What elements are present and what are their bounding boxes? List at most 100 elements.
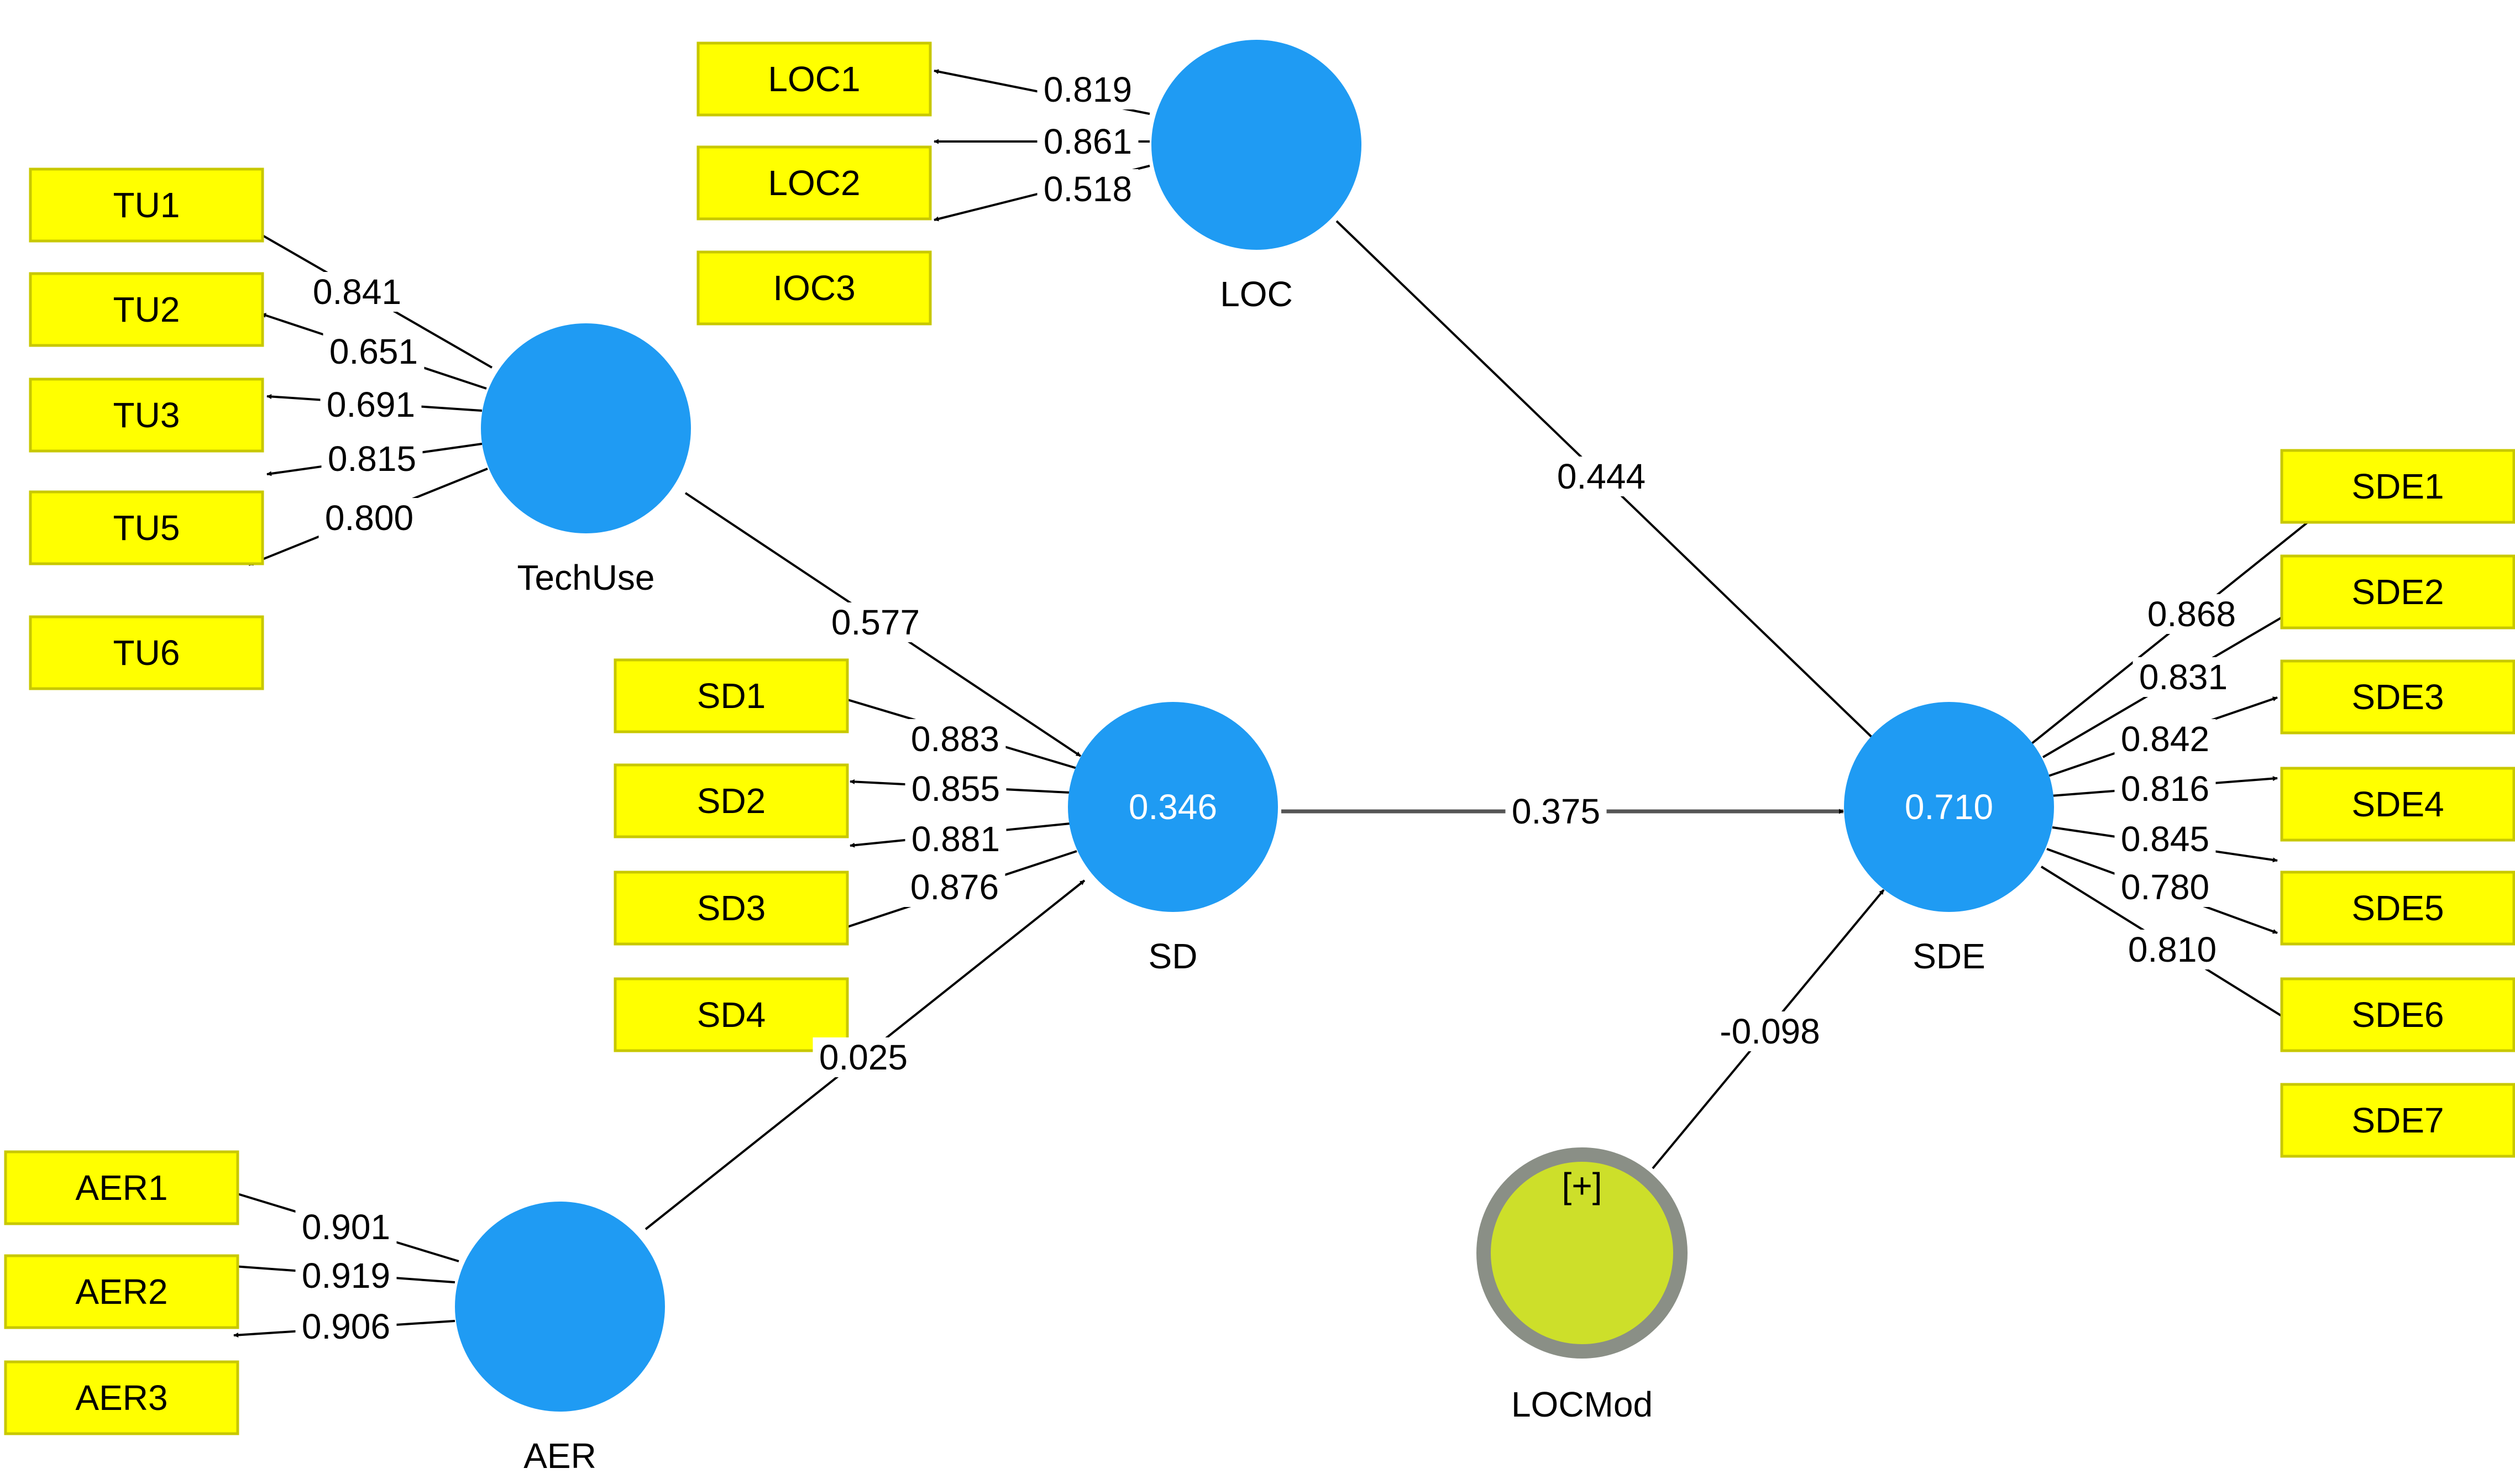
loading-label-sd4-bg [904, 867, 1005, 907]
indicator-box [29, 272, 264, 347]
latent-circle [1151, 40, 1361, 250]
indicator-box [696, 41, 932, 117]
loading-label-tu2-bg [323, 332, 425, 371]
indicator-sde6[interactable]: SDE6 [2280, 977, 2515, 1052]
indicator-box [2280, 871, 2515, 946]
indicator-label: TU2 [113, 290, 180, 329]
latent-circle [481, 323, 691, 533]
indicator-label: SD3 [697, 888, 766, 928]
indicator-box [696, 145, 932, 221]
indicator-tu6[interactable]: TU6 [29, 615, 264, 690]
path-coef-locmod-to-sde: -0.098 [1720, 1011, 1820, 1051]
indicator-label: TU1 [113, 185, 180, 225]
indicator-loc2[interactable]: LOC2 [696, 145, 932, 221]
indicator-sde4[interactable]: SDE4 [2280, 767, 2515, 842]
loading-label-sde4: 0.816 [2121, 769, 2209, 809]
indicator-sd4[interactable]: SD4 [614, 977, 849, 1052]
indicator-tu1[interactable]: TU1 [29, 167, 264, 243]
loading-label-ioc3: 0.518 [1044, 169, 1132, 209]
indicator-sde1[interactable]: SDE1 [2280, 449, 2515, 524]
latent-techuse[interactable]: TechUse [481, 323, 691, 597]
loading-label-sde6-bg [2114, 867, 2216, 907]
loading-label-ioc3-bg [1037, 169, 1139, 209]
latent-label: LOC [1220, 274, 1293, 314]
indicator-box [2280, 1083, 2515, 1158]
path-coef-sd-to-sde: 0.375 [1512, 791, 1600, 831]
indicator-label: SDE6 [2351, 995, 2444, 1035]
indicator-sde5[interactable]: SDE5 [2280, 871, 2515, 946]
loading-label-tu3: 0.691 [327, 385, 415, 424]
indicator-aer2[interactable]: AER2 [4, 1254, 239, 1329]
indicator-loc1[interactable]: LOC1 [696, 41, 932, 117]
latent-aer[interactable]: AER [455, 1202, 665, 1476]
loading-label-tu6: 0.800 [325, 498, 413, 538]
indicator-label: SD1 [697, 676, 766, 716]
indicator-aer3[interactable]: AER3 [4, 1360, 239, 1435]
r-squared-value: 0.710 [1905, 787, 1993, 827]
indicator-box [29, 615, 264, 690]
indicator-label: SDE4 [2351, 784, 2444, 824]
path-coef-aer-to-sd-bg [813, 1037, 914, 1077]
latent-circle [1844, 702, 2054, 912]
path-coef-techuse-to-sd-bg [825, 602, 926, 642]
latent-circle [455, 1202, 665, 1412]
loading-label-sd3: 0.881 [911, 819, 1000, 859]
latent-label: TechUse [517, 558, 655, 597]
loading-label-sd1: 0.883 [911, 719, 999, 759]
loading-label-aer2-bg [295, 1256, 397, 1296]
indicator-tu3[interactable]: TU3 [29, 377, 264, 453]
indicator-sde3[interactable]: SDE3 [2280, 659, 2515, 735]
indicator-sd2[interactable]: SD2 [614, 763, 849, 838]
indicator-label: IOC3 [773, 268, 855, 308]
path-coef-locmod-to-sde-bg [1710, 1011, 1830, 1051]
moderator-locmod[interactable]: [+] LOCMod [1476, 1147, 1688, 1424]
indicator-aer1[interactable]: AER1 [4, 1150, 239, 1225]
indicator-box [4, 1254, 239, 1329]
indicator-box [2280, 977, 2515, 1052]
indicator-label: SDE5 [2351, 888, 2444, 928]
loading-label-sde3: 0.842 [2121, 719, 2209, 759]
indicator-tu5[interactable]: TU5 [29, 490, 264, 565]
loading-label-sde7-bg [2121, 930, 2223, 969]
indicator-box [696, 250, 932, 326]
loading-label-aer1-bg [295, 1207, 397, 1247]
loading-label-tu2: 0.651 [329, 332, 418, 371]
indicator-box [614, 658, 849, 733]
loading-label-tu1-bg [306, 272, 408, 312]
loading-label-loc2: 0.861 [1044, 122, 1132, 161]
latent-label: AER [523, 1436, 596, 1476]
moderator-label: LOCMod [1511, 1385, 1653, 1424]
loading-label-aer3: 0.906 [302, 1307, 390, 1346]
loading-label-sde7: 0.810 [2128, 930, 2217, 969]
indicator-box [2280, 449, 2515, 524]
loading-label-tu5-bg [321, 439, 423, 479]
indicator-box [29, 377, 264, 453]
indicator-label: AER2 [75, 1272, 167, 1312]
latent-loc[interactable]: LOC [1151, 40, 1361, 314]
indicator-sd3[interactable]: SD3 [614, 871, 849, 946]
loading-label-sd2-bg [905, 769, 1007, 809]
indicator-sde7[interactable]: SDE7 [2280, 1083, 2515, 1158]
indicator-box [4, 1360, 239, 1435]
loading-label-sde2: 0.831 [2139, 657, 2228, 697]
path-coef-loc-to-sde-bg [1550, 457, 1652, 496]
indicator-label: LOC2 [768, 163, 860, 203]
indicator-tu2[interactable]: TU2 [29, 272, 264, 347]
loading-label-aer1: 0.901 [302, 1207, 390, 1247]
indicator-box [614, 977, 849, 1052]
loading-label-tu1: 0.841 [313, 272, 401, 312]
indicator-label: TU6 [113, 633, 180, 673]
indicator-sde2[interactable]: SDE2 [2280, 554, 2515, 630]
indicator-label: LOC1 [768, 59, 860, 99]
indicator-box [29, 490, 264, 565]
loading-label-sde4-bg [2114, 769, 2216, 809]
expand-toggle[interactable]: [+] [1562, 1166, 1602, 1205]
indicator-sd1[interactable]: SD1 [614, 658, 849, 733]
loading-label-sde1-bg [2141, 594, 2242, 634]
indicator-label: SDE1 [2351, 466, 2444, 506]
loading-label-loc1-bg [1037, 70, 1139, 109]
indicator-ioc3[interactable]: IOC3 [696, 250, 932, 326]
